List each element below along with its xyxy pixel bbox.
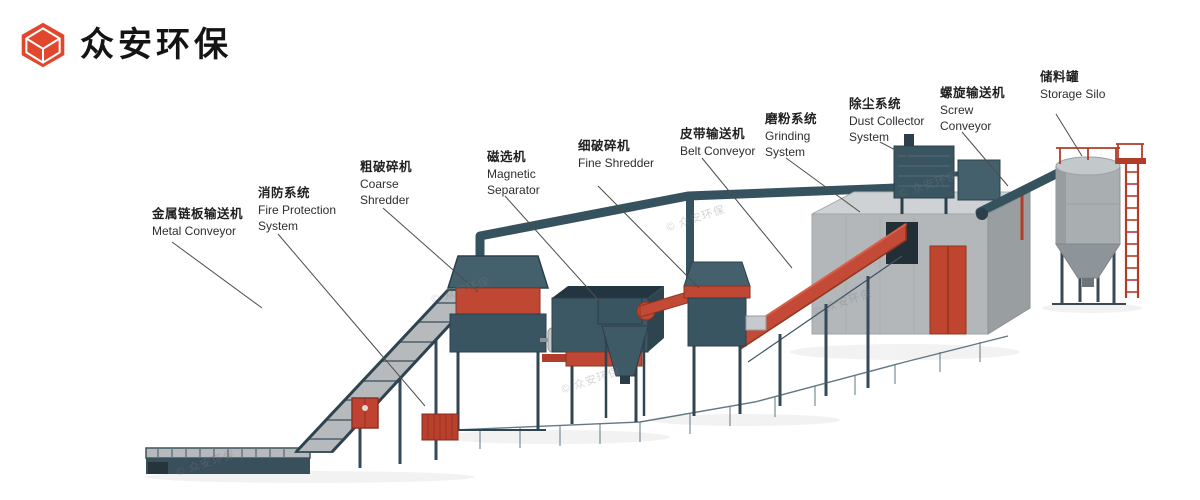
label-fire-protection-en: Fire Protection System <box>258 203 337 233</box>
label-belt-conveyor-zh: 皮带输送机 <box>680 127 746 141</box>
storage-silo-graphic <box>1052 143 1146 305</box>
logo: 众安环保 <box>18 20 232 70</box>
leader-dust-collector <box>879 141 923 165</box>
label-storage-silo: 储料罐 Storage Silo <box>1040 66 1120 103</box>
label-metal-conveyor: 金属链板输送机 Metal Conveyor <box>152 203 282 240</box>
label-fire-protection-zh: 消防系统 <box>258 186 311 200</box>
leader-fire-protection <box>277 233 426 407</box>
label-dust-collector-en: Dust Collector System <box>849 114 925 144</box>
label-coarse-shredder-zh: 粗破碎机 <box>360 160 413 174</box>
label-grinding-system-en: Grinding System <box>765 129 811 159</box>
leader-storage-silo <box>1055 113 1083 157</box>
leader-metal-conveyor <box>171 241 263 309</box>
label-storage-silo-en: Storage Silo <box>1040 87 1106 101</box>
logo-gem-icon <box>21 22 65 68</box>
label-fire-protection: 消防系统 Fire Protection System <box>258 182 354 234</box>
label-metal-conveyor-en: Metal Conveyor <box>152 224 237 238</box>
label-metal-conveyor-zh: 金属链板输送机 <box>152 207 244 221</box>
label-coarse-shredder: 粗破碎机 Coarse Shredder <box>360 156 446 208</box>
label-grinding-system: 磨粉系统 Grinding System <box>765 108 851 160</box>
label-magnetic-separator-en: Magnetic Separator <box>487 167 540 197</box>
leader-screw-conveyor <box>961 131 1009 187</box>
metal-conveyor-graphic <box>145 283 485 474</box>
label-magnetic-separator-zh: 磁选机 <box>487 150 527 164</box>
leader-grinding-system <box>785 157 861 213</box>
fine-shredder-graphic <box>683 261 767 416</box>
label-grinding-system-zh: 磨粉系统 <box>765 112 818 126</box>
fire-protection-graphic <box>351 397 379 429</box>
leader-lines <box>171 113 1083 407</box>
label-dust-collector-zh: 除尘系统 <box>849 97 902 111</box>
logo-text: 众安环保 <box>80 26 232 64</box>
grinding-building-graphic <box>811 191 1031 335</box>
label-belt-conveyor: 皮带输送机 Belt Conveyor <box>680 123 780 160</box>
leader-belt-conveyor <box>701 157 793 269</box>
label-screw-conveyor-zh: 螺旋输送机 <box>940 86 1006 100</box>
leader-fine-shredder <box>597 185 700 289</box>
leader-magnetic-separator <box>504 195 603 305</box>
leader-coarse-shredder <box>382 207 479 293</box>
label-screw-conveyor: 螺旋输送机 Screw Conveyor <box>940 82 1026 134</box>
label-storage-silo-zh: 储料罐 <box>1040 70 1080 84</box>
label-coarse-shredder-en: Coarse Shredder <box>360 177 410 207</box>
label-fine-shredder-en: Fine Shredder <box>578 156 655 170</box>
label-screw-conveyor-en: Screw Conveyor <box>940 103 992 133</box>
label-fine-shredder: 细破碎机 Fine Shredder <box>578 135 664 172</box>
label-dust-collector: 除尘系统 Dust Collector System <box>849 93 949 145</box>
red-container-graphic <box>421 413 459 441</box>
silo-ladder <box>1124 164 1140 298</box>
label-magnetic-separator: 磁选机 Magnetic Separator <box>487 146 573 198</box>
magnetic-separator-graphic <box>597 289 695 418</box>
label-fine-shredder-zh: 细破碎机 <box>578 139 631 153</box>
support-frame-rail <box>454 335 1009 449</box>
ground-shadows <box>145 303 1142 483</box>
belt-conveyor-graphic <box>741 222 907 406</box>
label-belt-conveyor-en: Belt Conveyor <box>680 144 756 158</box>
